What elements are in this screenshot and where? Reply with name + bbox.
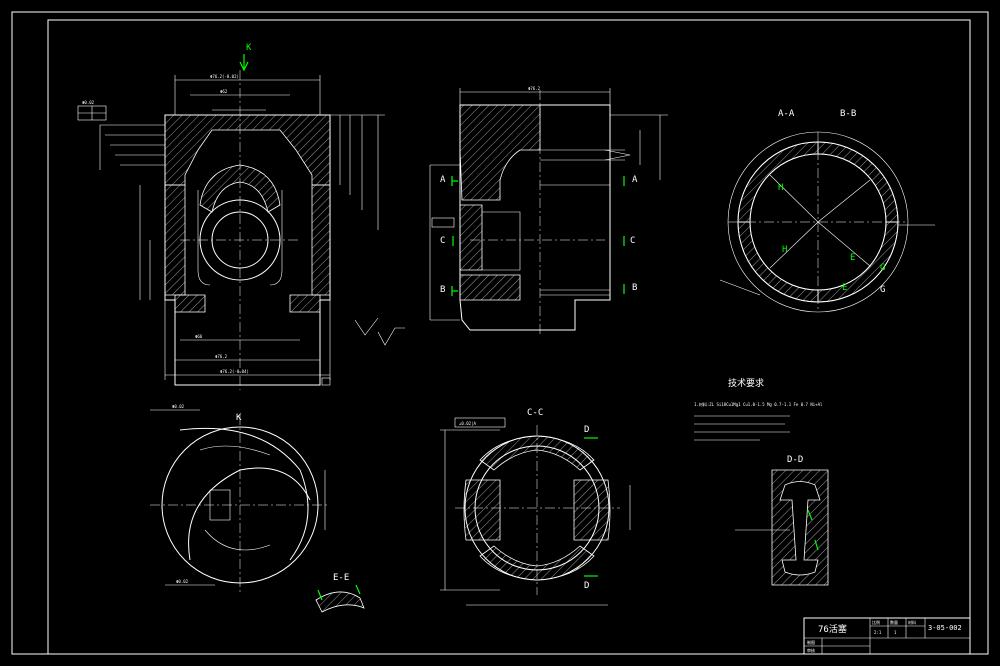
notes-line-1: 1.材料:ZL Si18Cu1Mg1 Cu1.0-1.5 Mg 0.7-1.1 … (694, 401, 823, 407)
section-e-lower: E (842, 283, 847, 293)
svg-text:Φ0.02: Φ0.02 (172, 404, 185, 409)
section-a-right: A (632, 175, 638, 185)
view-k-label: K (236, 413, 242, 423)
title-block-col3: 材料 (908, 619, 916, 625)
section-h-lower: H (782, 245, 787, 255)
section-c-left: C (440, 236, 445, 246)
view-aa-label: A-A (778, 109, 795, 119)
view-dd-label: D-D (787, 455, 803, 465)
svg-text:⊥0.02|A: ⊥0.02|A (459, 421, 476, 426)
title-block-col1: 比例 (872, 619, 880, 625)
section-b-left: B (440, 285, 445, 295)
section-g-upper: G (880, 263, 885, 273)
inner-frame (47, 19, 971, 655)
section-c-right: C (630, 236, 635, 246)
svg-text:Φ76.2: Φ76.2 (215, 354, 228, 359)
side-elevation-view: Φ76.2 A A C C B B (429, 86, 668, 335)
title-block-drawing-no: 3-05-002 (928, 624, 962, 632)
notes-title: 技术要求 (728, 377, 764, 389)
view-cc-label: C-C (527, 408, 543, 418)
view-k-arrow-label: K (246, 43, 252, 53)
detail-ee-view: E-E (315, 573, 365, 613)
title-block-row2: 制图 (807, 639, 815, 645)
view-bb-label: B-B (840, 109, 856, 119)
front-section-view: K (77, 43, 405, 390)
section-h-upper: H (778, 183, 783, 193)
svg-text:Φ0.02: Φ0.02 (82, 100, 95, 105)
title-block-col2: 数量 (890, 619, 898, 625)
view-k: K Φ0.02 Φ0.02 (150, 404, 330, 595)
title-block-val2: 1 (894, 630, 897, 635)
title-block-row3: 审核 (807, 647, 815, 653)
svg-text:Φ66: Φ66 (195, 334, 203, 339)
section-aa-bb-view: A-A B-B H H E G E G (719, 109, 935, 313)
section-e-upper: E (850, 253, 855, 263)
section-cc-view: C-C ⊥0.02|A D D (440, 408, 631, 606)
svg-text:Φ76.2(-0.02): Φ76.2(-0.02) (210, 74, 239, 79)
title-block: 76活塞 比例 数量 材料 2:1 1 3-05-002 制图 审核 (803, 617, 971, 655)
svg-text:Φ76.2(-0.04): Φ76.2(-0.04) (220, 369, 249, 374)
svg-text:Φ62: Φ62 (220, 89, 228, 94)
section-g-lower: G (880, 285, 885, 295)
section-d-upper: D (584, 425, 589, 435)
section-a-left: A (440, 175, 446, 185)
svg-text:Φ76.2: Φ76.2 (528, 86, 541, 91)
technical-requirements: 技术要求 1.材料:ZL Si18Cu1Mg1 Cu1.0-1.5 Mg 0.7… (694, 377, 823, 441)
section-dd-view: D-D (735, 455, 829, 586)
title-block-val1: 2:1 (874, 630, 882, 635)
section-d-lower: D (584, 581, 589, 591)
view-ee-label: E-E (333, 573, 349, 583)
section-b-right: B (632, 283, 637, 293)
title-block-name: 76活塞 (818, 623, 847, 635)
svg-text:Φ0.02: Φ0.02 (176, 579, 189, 584)
